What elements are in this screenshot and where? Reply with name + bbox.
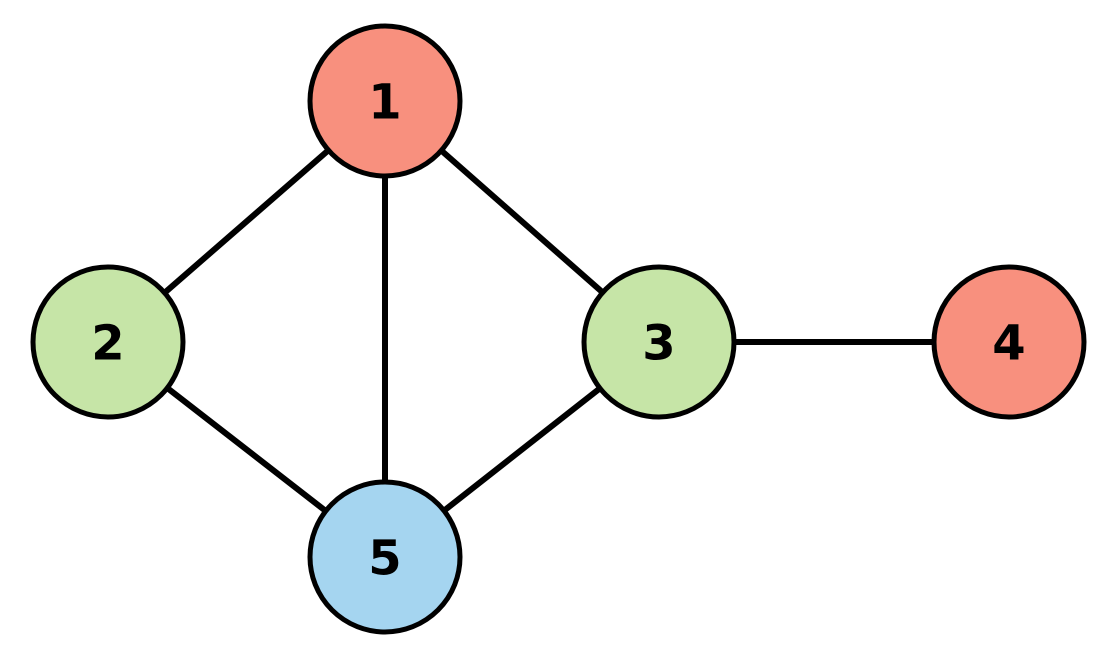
node-label-4: 4 [992,315,1025,371]
node-label-1: 1 [368,74,401,130]
node-circle-1 [307,23,463,179]
node-circle-2 [30,264,186,420]
node-circle-4 [931,264,1087,420]
node-circle-3 [581,264,737,420]
node-2: 2 [30,264,186,420]
node-4: 4 [931,264,1087,420]
node-3: 3 [581,264,737,420]
nodes-layer: 1 2 3 4 5 [30,23,1087,635]
node-circle-5 [307,479,463,635]
node-5: 5 [307,479,463,635]
node-1: 1 [307,23,463,179]
edges-layer [106,98,1009,560]
node-label-5: 5 [368,530,401,586]
node-label-2: 2 [91,315,124,371]
node-label-3: 3 [642,315,675,371]
